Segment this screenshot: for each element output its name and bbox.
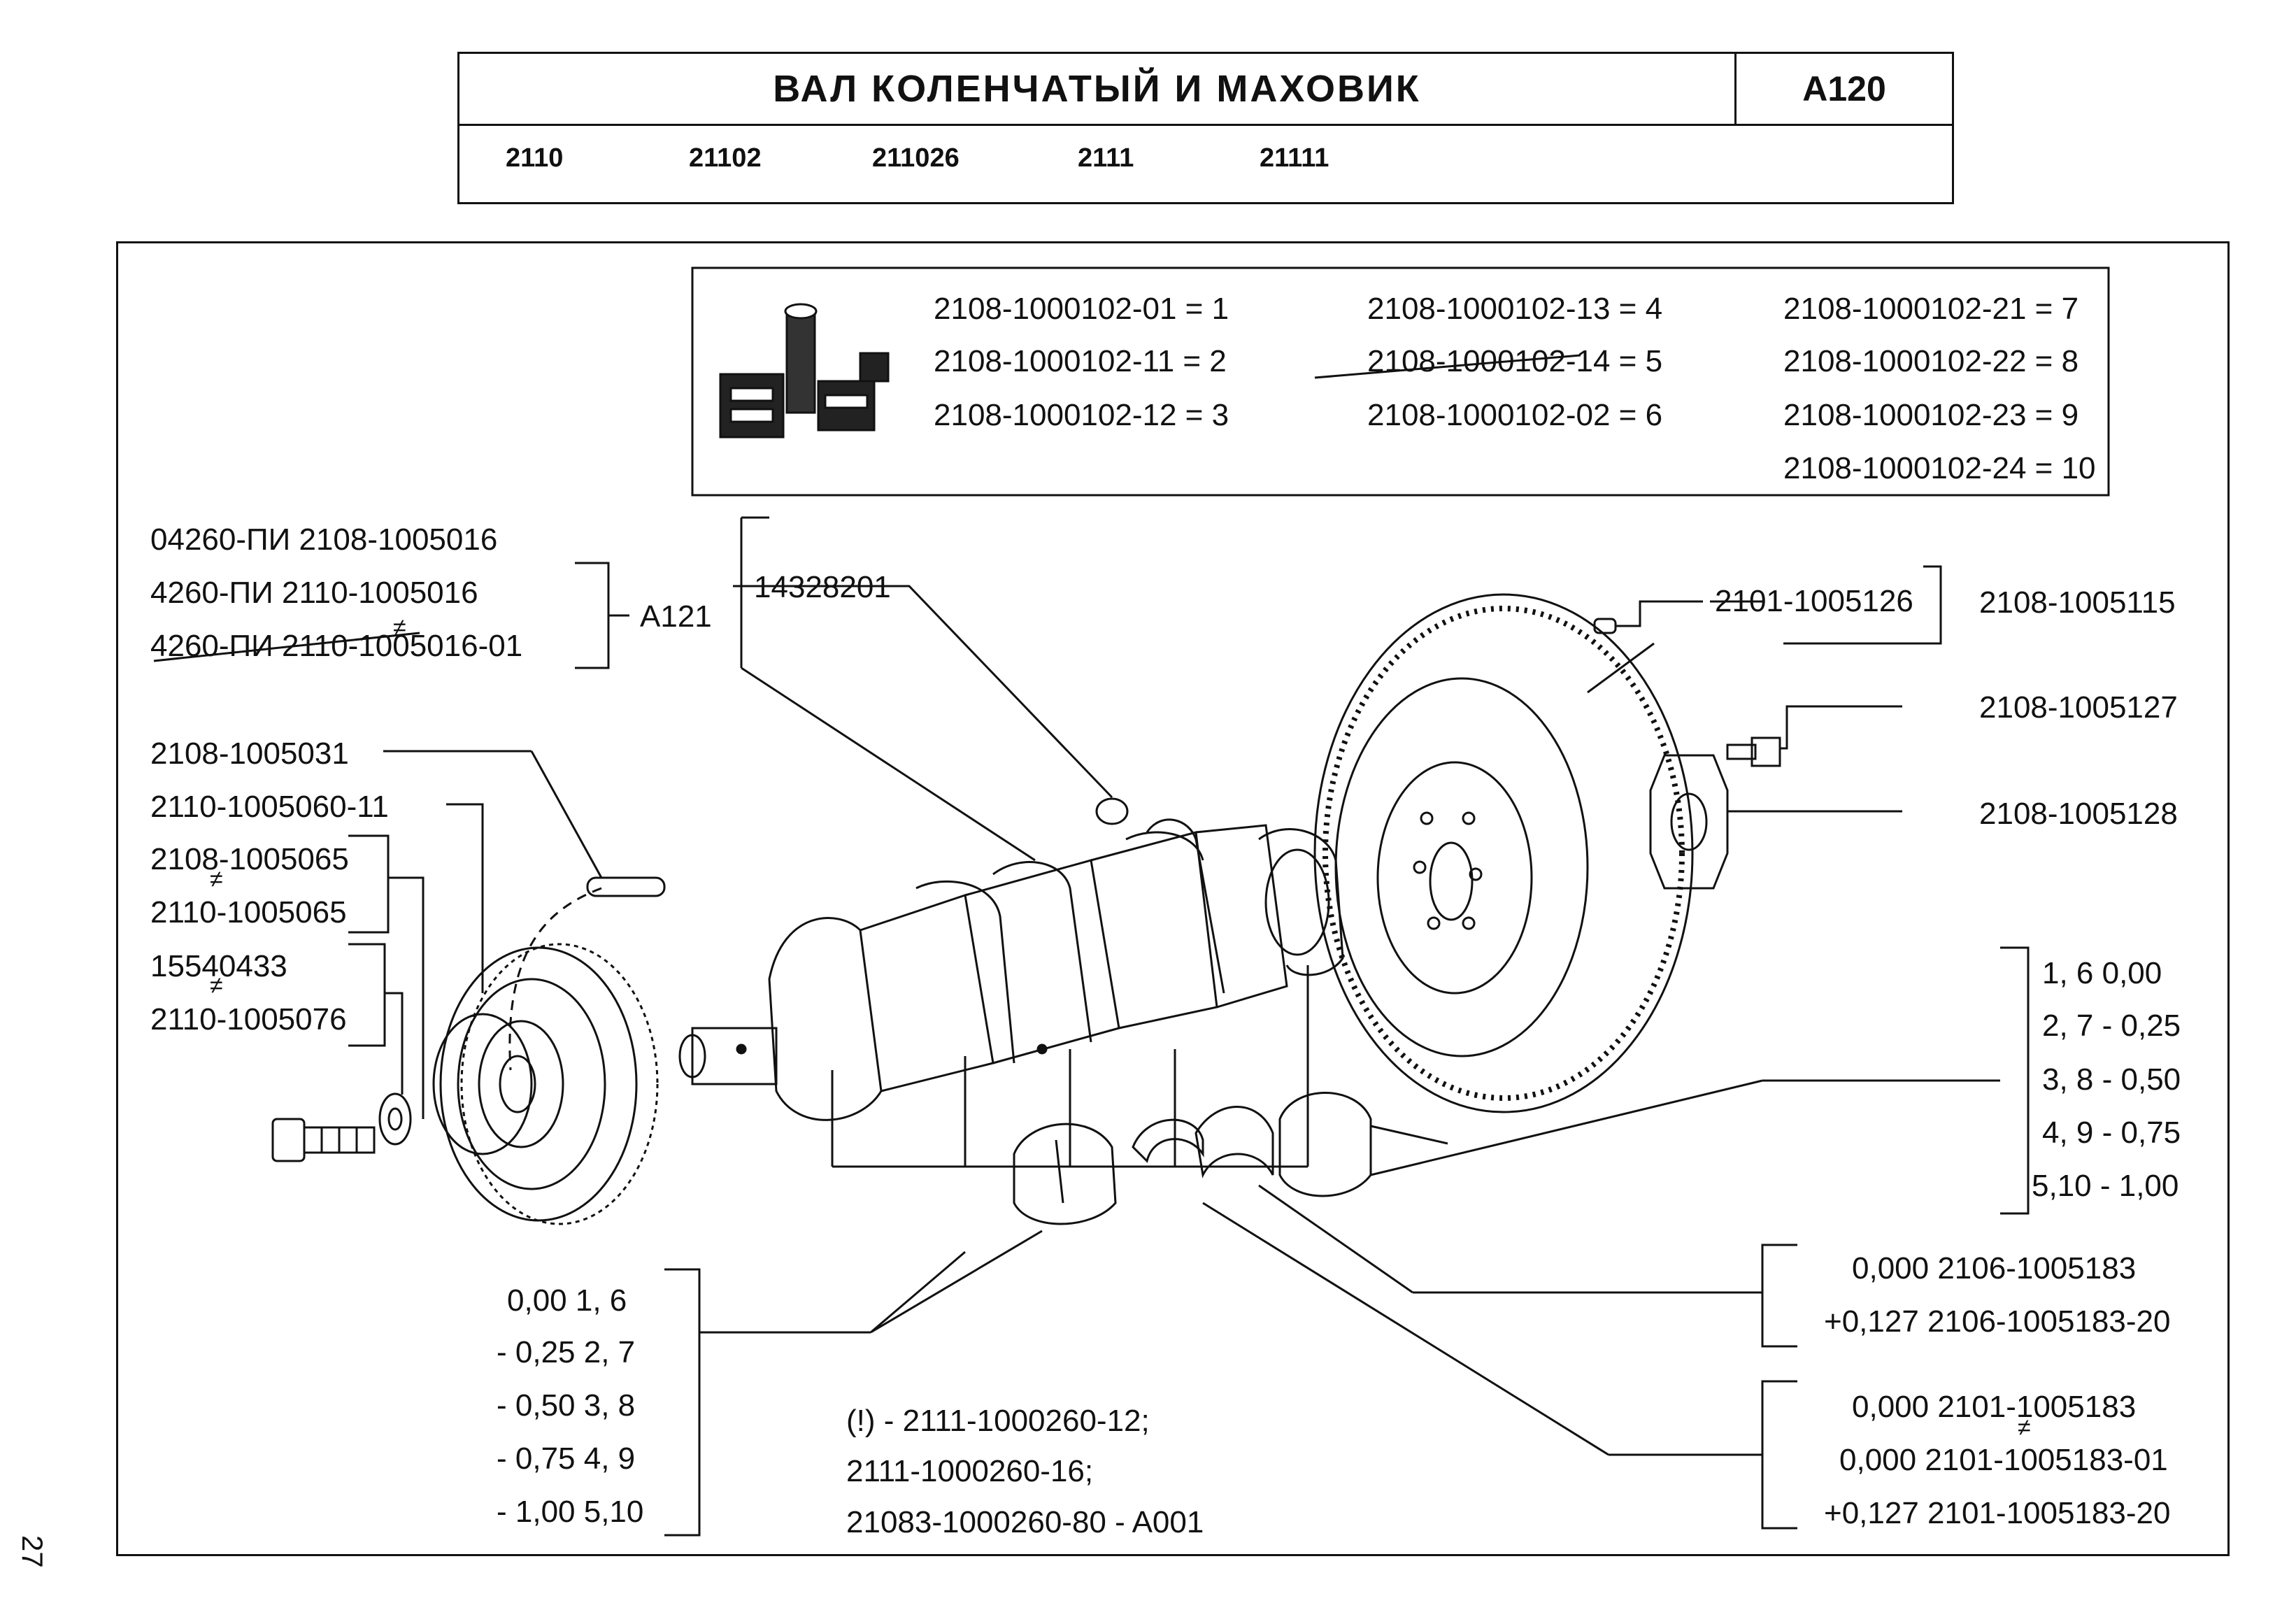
note-line-2: 2111-1000260-16; bbox=[846, 1454, 1094, 1488]
inequality-mark: ≠ bbox=[2018, 1414, 2031, 1441]
plate-label: 2108-1005128 bbox=[1979, 797, 2178, 831]
bolt-label-1: 15540433 bbox=[150, 949, 287, 983]
kit-entry-1: 2108-1000102-01 = 1 bbox=[934, 292, 1229, 326]
repair-kit-icon bbox=[719, 303, 890, 439]
washer-label-2: 2110-1005065 bbox=[150, 895, 347, 929]
kit-entry-8: 2108-1000102-22 = 8 bbox=[1783, 344, 2079, 378]
model-2110: 2110 bbox=[506, 143, 564, 173]
bolt-label-2: 2110-1005076 bbox=[150, 1002, 347, 1037]
kit-entry-2: 2108-1000102-11 = 2 bbox=[934, 344, 1227, 378]
model-21111: 21111 bbox=[1260, 143, 1329, 173]
thrust-upper-label-2: +0,127 2106-1005183-20 bbox=[1824, 1304, 2171, 1339]
washer-label-1: 2108-1005065 bbox=[150, 842, 349, 876]
plug-label: 14328201 bbox=[754, 570, 891, 604]
rod-bearing-size-2: - 0,25 2, 7 bbox=[497, 1335, 636, 1369]
thrust-lower-label-3: +0,127 2101-1005183-20 bbox=[1824, 1496, 2171, 1530]
washer-shape bbox=[378, 1092, 412, 1146]
diagram-frame bbox=[116, 241, 2230, 1556]
kit-box bbox=[691, 266, 2110, 497]
oil-seal-label-3: 4260-ПИ 2110-1005016-01 bbox=[150, 629, 523, 663]
rod-bearing-size-1: 0,00 1, 6 bbox=[507, 1283, 627, 1318]
kit-entry-6: 2108-1000102-02 = 6 bbox=[1367, 398, 1663, 432]
rod-bearing-size-4: - 0,75 4, 9 bbox=[497, 1441, 636, 1476]
kit-entry-3: 2108-1000102-12 = 3 bbox=[934, 398, 1229, 432]
note-line-3: 21083-1000260-80 - A001 bbox=[846, 1505, 1204, 1539]
flywheel-bolt-label: 2108-1005127 bbox=[1979, 690, 2178, 725]
oil-seal-label-2: 4260-ПИ 2110-1005016 bbox=[150, 576, 478, 610]
rod-bearing-size-5: - 1,00 5,10 bbox=[497, 1495, 644, 1529]
main-bearing-size-1: 1, 6 0,00 bbox=[2042, 956, 2162, 990]
header-box: ВАЛ КОЛЕНЧАТЫЙ И МАХОВИК A120 2110 21102… bbox=[457, 52, 1954, 204]
inequality-mark: ≠ bbox=[210, 866, 223, 892]
thrust-lower-label-1: 0,000 2101-1005183 bbox=[1852, 1390, 2137, 1424]
note-line-1: (!) - 2111-1000260-12; bbox=[846, 1404, 1150, 1438]
oil-seal-ref: A121 bbox=[640, 599, 712, 634]
plug-shape bbox=[1095, 797, 1129, 825]
oil-seal-label-1: 04260-ПИ 2108-1005016 bbox=[150, 522, 498, 557]
section-code: A120 bbox=[1802, 69, 1886, 108]
flywheel-shape bbox=[1313, 593, 1694, 1113]
bolt-shape bbox=[271, 1118, 376, 1162]
kit-entry-7: 2108-1000102-21 = 7 bbox=[1783, 292, 2079, 326]
main-bearing-shells bbox=[1013, 1092, 1372, 1225]
kit-entry-10: 2108-1000102-24 = 10 bbox=[1783, 451, 2096, 485]
header-divider bbox=[1734, 54, 1737, 124]
key-shape bbox=[586, 876, 666, 897]
inequality-mark: ≠ bbox=[210, 972, 223, 999]
pin-shape bbox=[1593, 618, 1617, 634]
main-bearing-size-4: 4, 9 - 0,75 bbox=[2042, 1116, 2181, 1150]
pin-label: 2101-1005126 bbox=[1715, 584, 1913, 618]
header-rule bbox=[459, 124, 1952, 126]
key-label: 2108-1005031 bbox=[150, 736, 349, 771]
plate-shape bbox=[1649, 754, 1729, 890]
model-21102: 21102 bbox=[689, 143, 762, 173]
pulley-label: 2110-1005060-11 bbox=[150, 790, 389, 824]
page-title: ВАЛ КОЛЕНЧАТЫЙ И МАХОВИК bbox=[773, 68, 1421, 110]
main-bearing-size-2: 2, 7 - 0,25 bbox=[2042, 1009, 2181, 1043]
model-211026: 211026 bbox=[872, 143, 960, 173]
flywheel-bolt-shape bbox=[1750, 736, 1781, 767]
model-2111: 2111 bbox=[1078, 143, 1134, 173]
kit-entry-4: 2108-1000102-13 = 4 bbox=[1367, 292, 1663, 326]
inequality-mark: ≠ bbox=[393, 614, 406, 641]
kit-entry-9: 2108-1000102-23 = 9 bbox=[1783, 398, 2079, 432]
main-bearing-size-3: 3, 8 - 0,50 bbox=[2042, 1062, 2181, 1097]
oil-seal-bracket bbox=[575, 562, 610, 669]
page-number: 27 bbox=[16, 1535, 49, 1568]
thrust-upper-label-1: 0,000 2106-1005183 bbox=[1852, 1251, 2137, 1285]
main-bearing-size-5: 5,10 - 1,00 bbox=[2032, 1169, 2179, 1203]
flywheel-label: 2108-1005115 bbox=[1979, 585, 2176, 620]
pulley-shape bbox=[432, 943, 659, 1225]
crankshaft-shape bbox=[678, 818, 1344, 1121]
kit-entry-5: 2108-1000102-14 = 5 bbox=[1367, 344, 1663, 378]
rod-bearing-size-3: - 0,50 3, 8 bbox=[497, 1388, 636, 1423]
thrust-lower-label-2: 0,000 2101-1005183-01 bbox=[1839, 1443, 2168, 1477]
